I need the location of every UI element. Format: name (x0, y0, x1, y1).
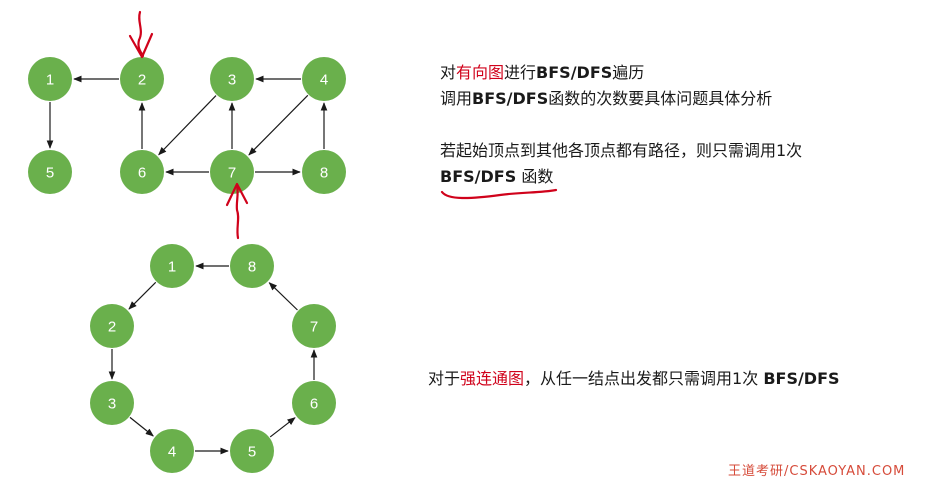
bottom-node-label: 8 (248, 259, 256, 276)
text-bfs-dfs: BFS/DFS (763, 369, 840, 388)
bottom-node-6: 6 (292, 381, 336, 425)
bottom-node-label: 1 (168, 259, 176, 276)
bottom-node-circle (90, 381, 134, 425)
path-condition-note: 若起始顶点到其他各顶点都有路径，则只需调用1次 BFS/DFS 函数 (440, 138, 802, 190)
top-node-circle (302, 150, 346, 194)
top-node-circle (28, 150, 72, 194)
text-analysis: 函数的次数要具体问题具体分析 (548, 89, 773, 108)
top-node-label: 2 (138, 72, 146, 89)
bottom-node-3: 3 (90, 381, 134, 425)
top-node-circle (28, 57, 72, 101)
top-node-label: 4 (320, 72, 328, 89)
highlight-strongly-connected: 强连通图 (460, 369, 525, 388)
top-node-2: 2 (120, 57, 164, 101)
top-node-8: 8 (302, 150, 346, 194)
bottom-node-circle (292, 381, 336, 425)
top-node-1: 1 (28, 57, 72, 101)
top-node-circle (302, 57, 346, 101)
text-bfs-dfs: BFS/DFS (440, 167, 517, 186)
bottom-node-2: 2 (90, 304, 134, 348)
bottom-node-label: 3 (108, 396, 116, 413)
top-node-circle (120, 57, 164, 101)
text-traverse: 遍历 (612, 63, 645, 82)
bottom-node-4: 4 (150, 429, 194, 473)
highlight-directed-graph: 有向图 (456, 63, 505, 82)
bottom-node-label: 4 (168, 444, 176, 461)
bottom-node-label: 6 (310, 396, 318, 413)
text-duiyu: 对于 (428, 369, 461, 388)
bottom-node-7: 7 (292, 304, 336, 348)
bottom-node-8: 8 (230, 244, 274, 288)
bottom-node-label: 7 (310, 319, 318, 336)
top-node-label: 1 (46, 72, 54, 89)
top-node-label: 5 (46, 165, 54, 182)
red-arrow-annotation-node-7 (225, 182, 249, 240)
text-bfs-dfs: BFS/DFS (536, 63, 613, 82)
top-node-circle (120, 150, 164, 194)
bottom-node-1: 1 (150, 244, 194, 288)
bottom-node-circle (230, 244, 274, 288)
note-line-4: BFS/DFS 函数 (440, 164, 802, 190)
top-node-circle (210, 150, 254, 194)
bottom-graph-nodes: 1 2 3 4 5 6 7 8 (90, 244, 336, 473)
red-underline (440, 188, 558, 200)
bottom-edge-3-to-4 (129, 416, 154, 437)
top-node-label: 6 (138, 165, 146, 182)
note-line-1: 对有向图进行BFS/DFS遍历 (440, 60, 772, 86)
bottom-node-circle (230, 429, 274, 473)
top-node-7: 7 (210, 150, 254, 194)
top-node-3: 3 (210, 57, 254, 101)
text-dui: 对 (440, 63, 457, 82)
note-line-5: 对于强连通图，从任一结点出发都只需调用1次 BFS/DFS (428, 366, 840, 392)
bottom-edge-1-to-2 (128, 281, 157, 310)
bottom-node-circle (150, 429, 194, 473)
note-line-3: 若起始顶点到其他各顶点都有路径，则只需调用1次 (440, 141, 803, 160)
bottom-node-label: 5 (248, 444, 256, 461)
note-line-2: 调用BFS/DFS函数的次数要具体问题具体分析 (440, 86, 772, 112)
bottom-node-label: 2 (108, 319, 116, 336)
top-graph-edges (46, 75, 328, 176)
bottom-node-circle (292, 304, 336, 348)
bottom-node-circle (90, 304, 134, 348)
text-call: 调用 (440, 89, 473, 108)
top-node-5: 5 (28, 150, 72, 194)
directed-graph-note: 对有向图进行BFS/DFS遍历 调用BFS/DFS函数的次数要具体问题具体分析 (440, 60, 772, 112)
top-node-circle (210, 57, 254, 101)
top-edge-4-to-7 (248, 94, 309, 156)
strongly-connected-note: 对于强连通图，从任一结点出发都只需调用1次 BFS/DFS (428, 366, 840, 392)
text-bfs-dfs: BFS/DFS (472, 89, 549, 108)
red-arrow-annotation-node-2 (128, 10, 154, 59)
bottom-graph-edges (108, 262, 318, 455)
bottom-node-5: 5 (230, 429, 274, 473)
bottom-edge-5-to-6 (269, 417, 296, 438)
top-node-label: 8 (320, 165, 328, 182)
top-graph-nodes: 1 2 3 4 5 6 7 8 (28, 57, 346, 194)
top-edge-3-to-6 (158, 95, 217, 156)
top-node-4: 4 (302, 57, 346, 101)
text-function: 函数 (516, 167, 554, 186)
bottom-node-circle (150, 244, 194, 288)
top-node-label: 3 (228, 72, 236, 89)
bottom-edge-7-to-8 (268, 282, 298, 311)
text-jinxing: 进行 (504, 63, 537, 82)
top-node-label: 7 (228, 165, 236, 182)
watermark: 王道考研/CSKAOYAN.COM (728, 464, 906, 479)
text-any-node: ，从任一结点出发都只需调用1次 (524, 369, 764, 388)
top-node-6: 6 (120, 150, 164, 194)
